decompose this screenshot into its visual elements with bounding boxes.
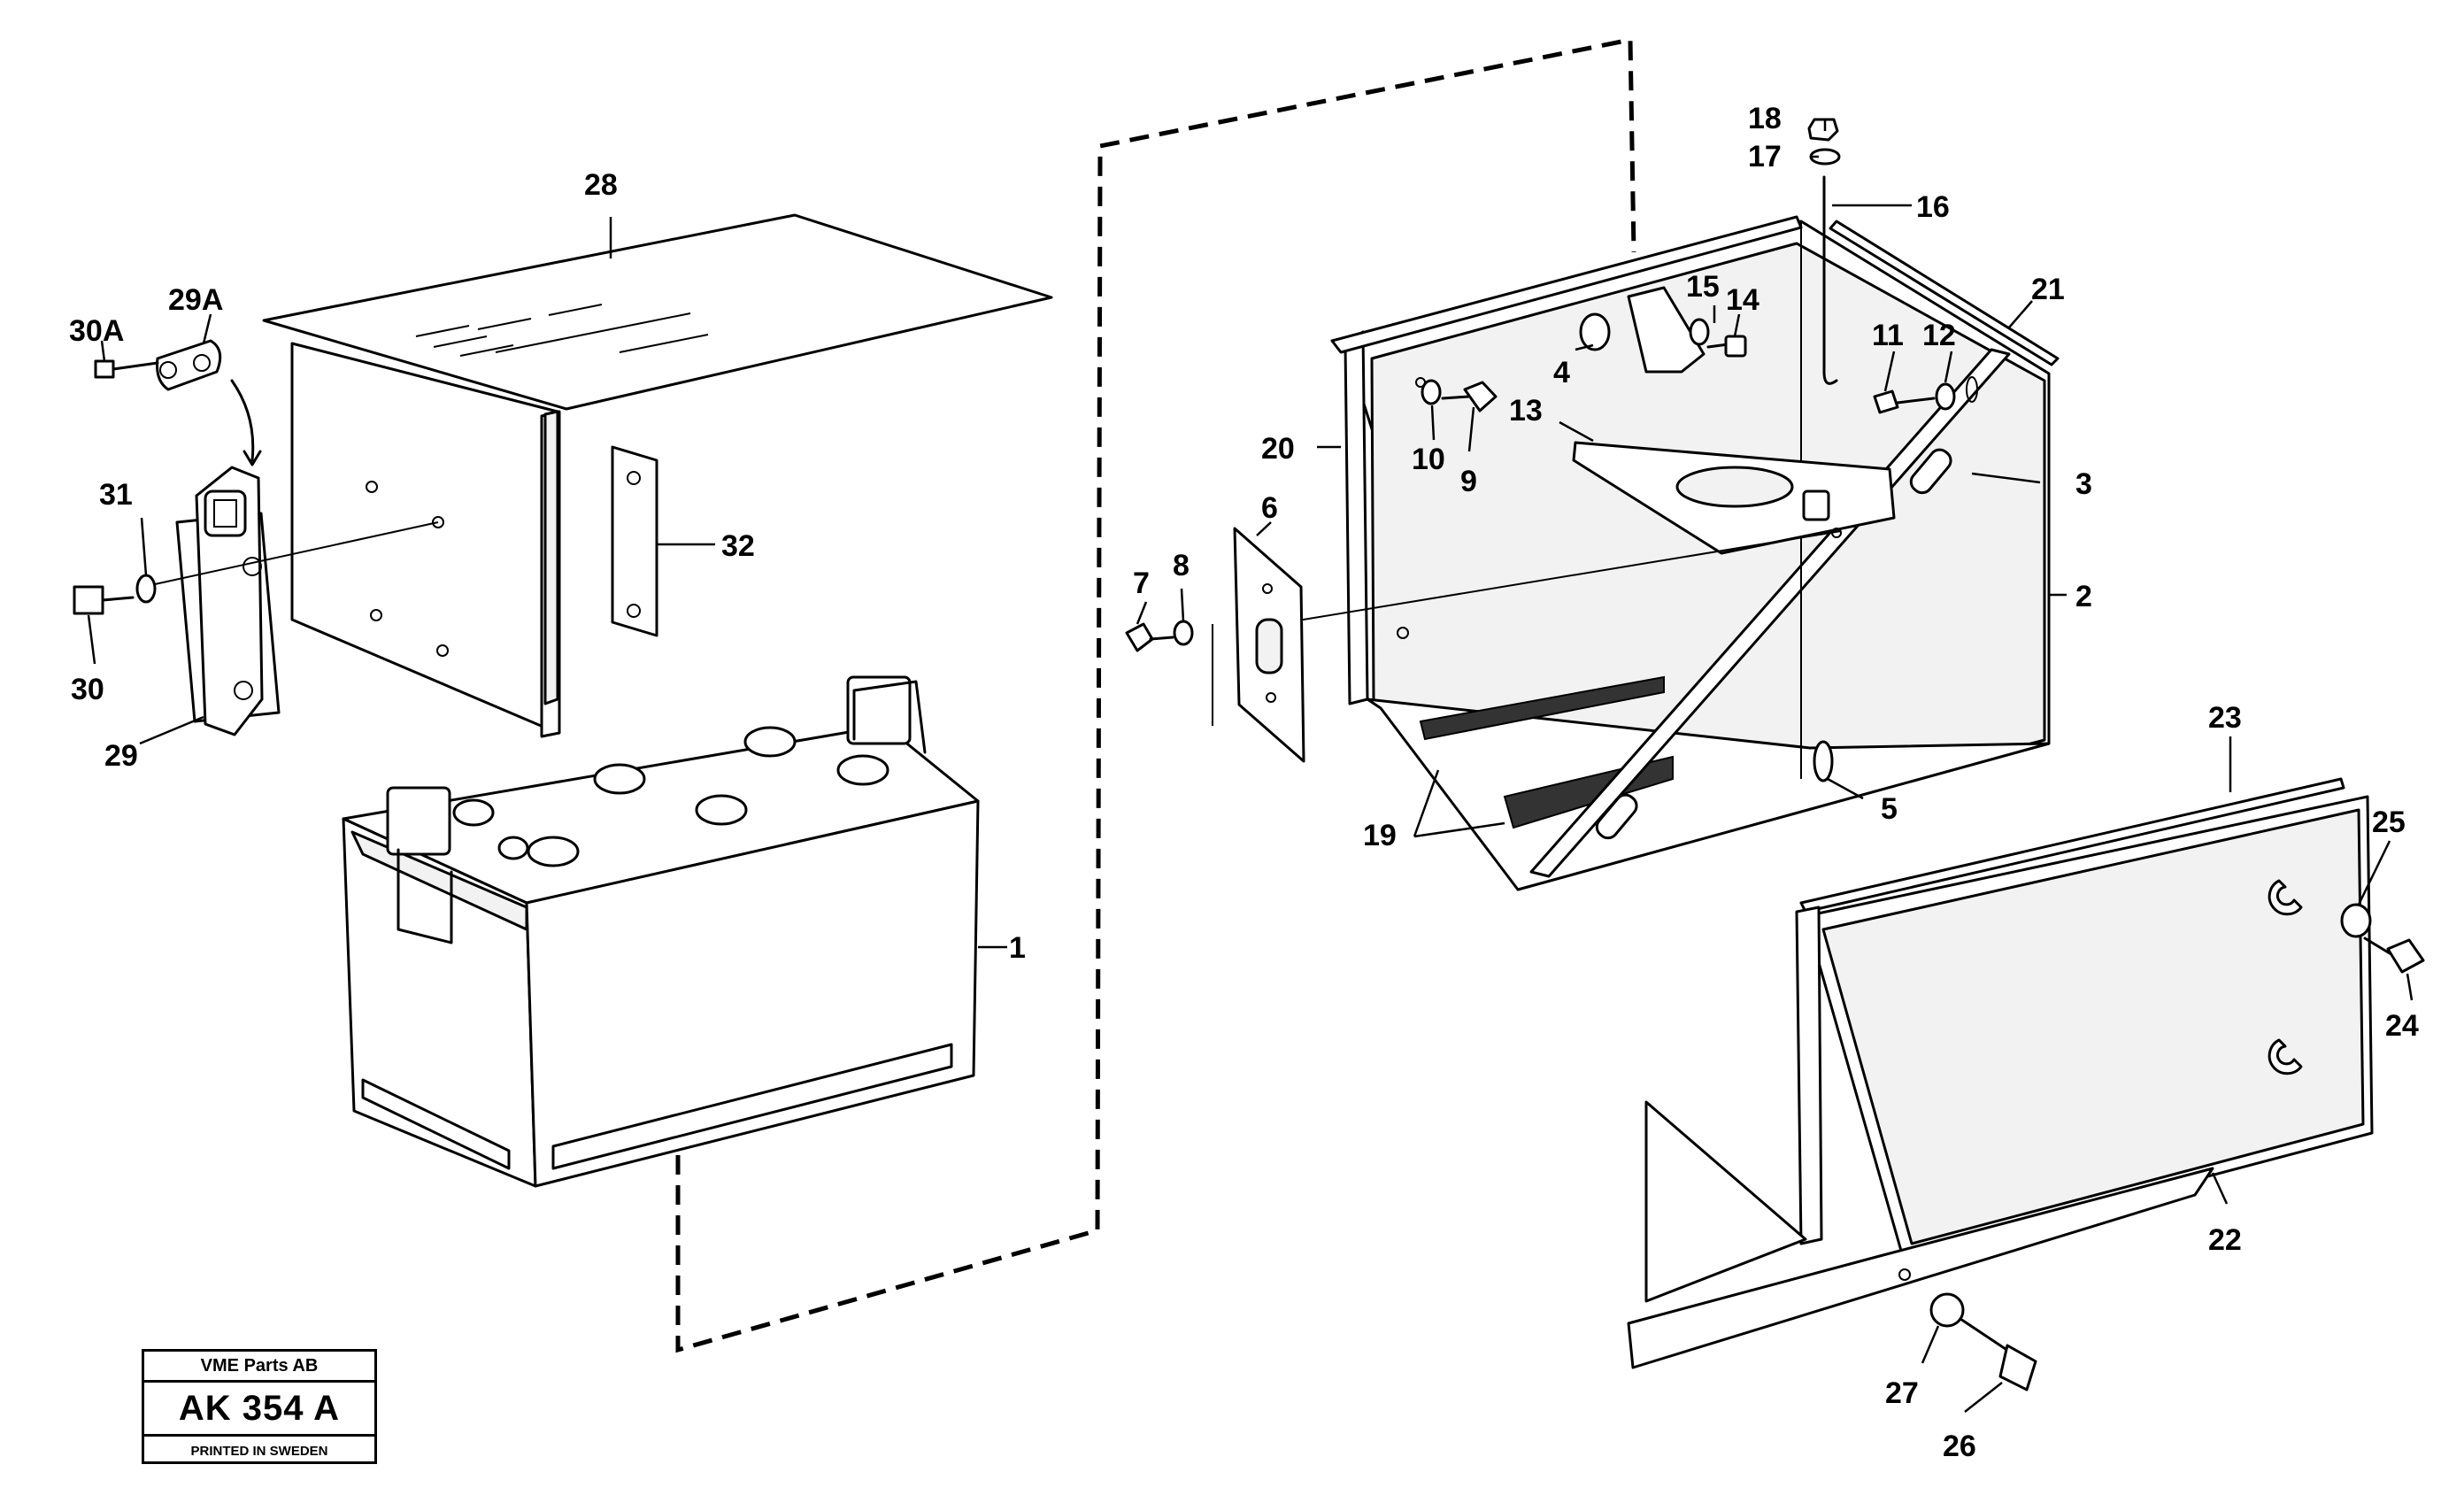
callout-15: 15 xyxy=(1686,270,1720,304)
callout-2: 2 xyxy=(2075,580,2092,613)
strap-32 xyxy=(611,445,658,637)
stamp-company: VME Parts AB xyxy=(144,1352,374,1383)
bolt-26 xyxy=(1898,1268,2037,1391)
callout-22: 22 xyxy=(2208,1223,2242,1257)
callout-6: 6 xyxy=(1261,491,1278,525)
callout-10: 10 xyxy=(1412,443,1445,476)
callout-13: 13 xyxy=(1509,394,1543,428)
callout-29: 29 xyxy=(104,739,138,773)
callout-12: 12 xyxy=(1922,319,1956,352)
callout-1: 1 xyxy=(1009,931,1026,965)
bolt-24 xyxy=(2340,903,2425,974)
latch-assembly xyxy=(175,379,281,736)
callout-5: 5 xyxy=(1881,792,1898,826)
callout-30: 30 xyxy=(71,673,104,706)
callout-labels: 28 29A 30A 31 30 29 32 1 18 17 16 15 14 … xyxy=(69,102,2419,1463)
callout-21: 21 xyxy=(2031,273,2065,306)
callout-14: 14 xyxy=(1726,283,1759,317)
callout-31: 31 xyxy=(99,478,133,512)
side-panel xyxy=(1627,777,2374,1369)
plate-6 xyxy=(1125,527,1305,763)
callout-4: 4 xyxy=(1553,356,1570,389)
leader-lines xyxy=(87,119,2414,1413)
bolt-11 xyxy=(1873,376,1978,414)
callout-7: 7 xyxy=(1133,567,1150,600)
callout-28: 28 xyxy=(584,168,618,202)
callout-8: 8 xyxy=(1173,549,1190,582)
callout-23: 23 xyxy=(2208,701,2242,735)
spacer-4 xyxy=(1579,312,1747,358)
callout-20: 20 xyxy=(1261,432,1295,466)
stud-16 xyxy=(1802,118,1841,521)
callout-29a: 29A xyxy=(168,283,223,317)
screw-30a xyxy=(94,359,159,379)
callout-18: 18 xyxy=(1748,102,1782,135)
clip-29a xyxy=(156,339,222,391)
callout-27: 27 xyxy=(1885,1376,1919,1410)
callout-16: 16 xyxy=(1916,190,1950,224)
callout-32: 32 xyxy=(721,529,755,563)
callout-30a: 30A xyxy=(69,314,124,348)
callout-17: 17 xyxy=(1748,140,1782,173)
callout-3: 3 xyxy=(2075,467,2092,501)
callout-11: 11 xyxy=(1872,319,1904,352)
battery xyxy=(342,675,980,1188)
callout-19: 19 xyxy=(1363,819,1397,852)
callout-26: 26 xyxy=(1943,1430,1976,1463)
battery-caps xyxy=(452,726,889,867)
stamp-printed: PRINTED IN SWEDEN xyxy=(190,1444,328,1459)
edge-strips xyxy=(1330,215,2060,366)
assembly-dashed-line xyxy=(675,36,1636,1353)
bolt-9 xyxy=(1421,379,1498,412)
callout-25: 25 xyxy=(2372,805,2406,839)
callout-24: 24 xyxy=(2385,1009,2419,1043)
callout-9: 9 xyxy=(1460,465,1477,498)
parts-stamp: VME Parts AB AK 354 A PRINTED IN SWEDEN xyxy=(142,1349,377,1464)
cover-plate xyxy=(262,213,1053,738)
stamp-code: AK 354 A xyxy=(144,1383,374,1437)
